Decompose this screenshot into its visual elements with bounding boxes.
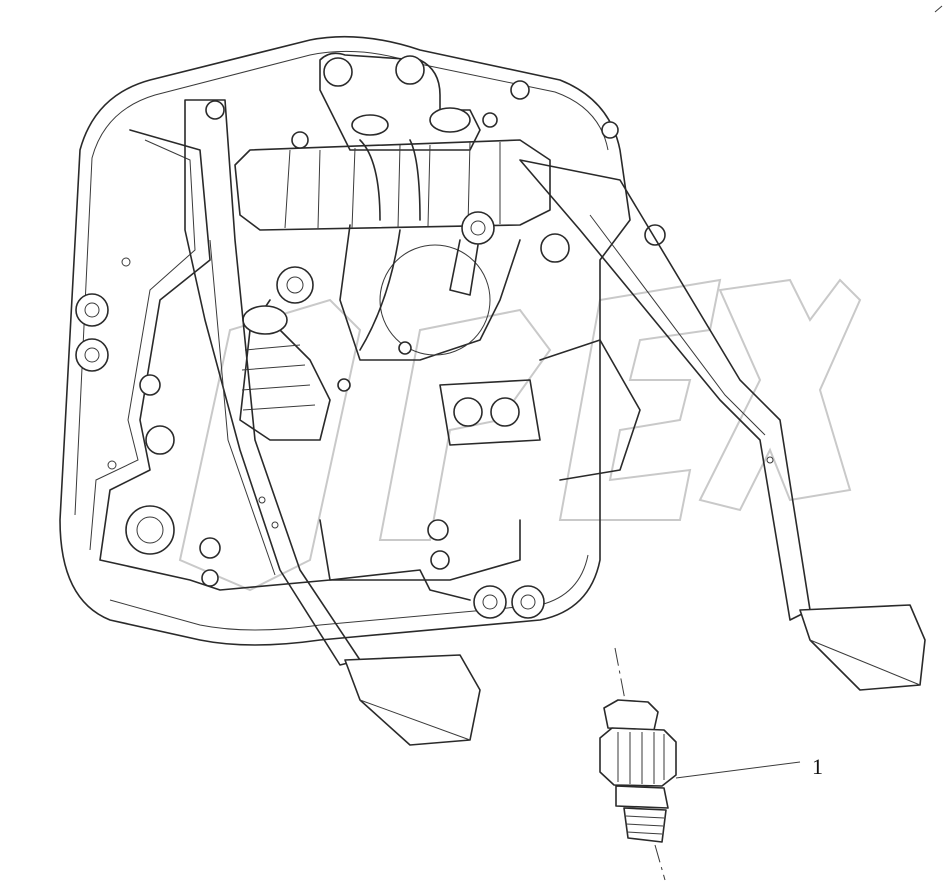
pivot-shaft [205, 52, 551, 231]
linkage-mechanism [239, 211, 521, 441]
corner-mark [934, 5, 943, 13]
left-pedal [184, 99, 481, 746]
left-bracket [75, 129, 471, 601]
brake-switch [599, 647, 677, 881]
right-pedal [519, 159, 926, 691]
lower-bracket [201, 121, 666, 619]
callout-label: 1 [812, 754, 823, 779]
callout-1: 1 [675, 754, 823, 779]
mounting-plate [59, 35, 631, 646]
